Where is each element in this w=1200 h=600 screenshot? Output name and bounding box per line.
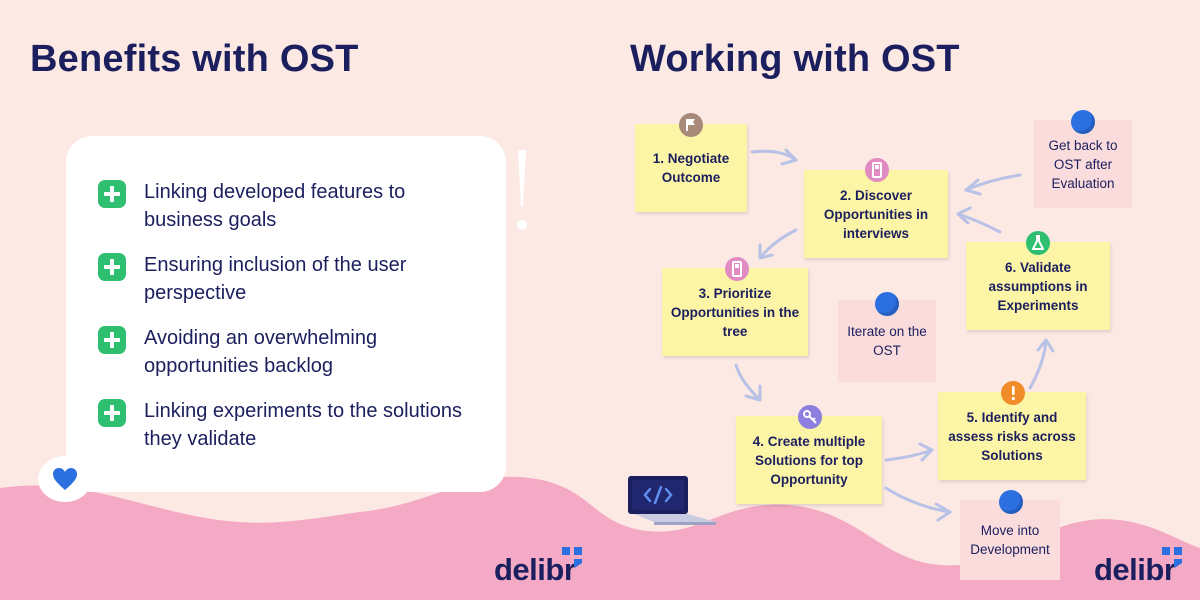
- pin-icon: [999, 490, 1023, 514]
- flask-icon: [1026, 231, 1050, 255]
- step-note-2: 2. Discover Opportunities in interviews: [804, 170, 948, 258]
- flag-icon: [679, 113, 703, 137]
- exclamation-decoration: [517, 150, 527, 230]
- document-icon: [725, 257, 749, 281]
- step-note-6: 6. Validate assumptions in Experiments: [966, 242, 1110, 330]
- benefit-item: Ensuring inclusion of the user perspecti…: [98, 251, 474, 307]
- step-label: 4. Create multiple Solutions for top Opp…: [752, 433, 866, 487]
- delibr-logo-left: delibr: [494, 552, 576, 587]
- step-label: 6. Validate assumptions in Experiments: [988, 259, 1088, 313]
- plus-icon: [98, 326, 126, 354]
- plus-icon: [98, 253, 126, 281]
- benefit-text: Ensuring inclusion of the user perspecti…: [144, 254, 407, 304]
- heart-bubble: [38, 456, 92, 502]
- step-note-5: 5. Identify and assess risks across Solu…: [938, 392, 1086, 480]
- pin-icon: [875, 292, 899, 316]
- document-icon: [865, 158, 889, 182]
- benefits-title: Benefits with OST: [30, 38, 359, 80]
- benefit-item: Linking experiments to the solutions the…: [98, 397, 474, 453]
- warning-icon: [1001, 381, 1025, 405]
- benefit-text: Linking experiments to the solutions the…: [144, 400, 462, 450]
- step-note-3: 3. Prioritize Opportunities in the tree: [662, 268, 808, 356]
- benefit-item: Linking developed features to business g…: [98, 178, 474, 234]
- note-label: Iterate on the OST: [847, 324, 927, 358]
- plus-icon: [98, 399, 126, 427]
- note-label: Move into Development: [970, 523, 1050, 557]
- benefits-card: Linking developed features to business g…: [66, 136, 506, 492]
- step-label: 1. Negotiate Outcome: [652, 151, 730, 185]
- note-label: Get back to OST after Evaluation: [1048, 137, 1118, 191]
- benefit-item: Avoiding an overwhelming opportunities b…: [98, 324, 474, 380]
- key-icon: [798, 405, 822, 429]
- benefit-text: Avoiding an overwhelming opportunities b…: [144, 327, 378, 377]
- step-label: 3. Prioritize Opportunities in the tree: [670, 285, 800, 339]
- note-get-back: Get back to OST after Evaluation: [1034, 120, 1132, 208]
- working-title: Working with OST: [630, 38, 960, 80]
- benefit-text: Linking developed features to business g…: [144, 181, 406, 231]
- delibr-logo-mark-right: [1162, 547, 1182, 567]
- step-label: 5. Identify and assess risks across Solu…: [948, 409, 1076, 463]
- heart-icon: [53, 468, 77, 490]
- plus-icon: [98, 180, 126, 208]
- delibr-logo-right: delibr: [1094, 552, 1176, 587]
- step-note-4: 4. Create multiple Solutions for top Opp…: [736, 416, 882, 504]
- laptop-code-icon: [628, 476, 716, 525]
- delibr-logo-mark-left: [562, 547, 582, 567]
- step-note-1: 1. Negotiate Outcome: [635, 124, 747, 212]
- pin-icon: [1071, 110, 1095, 134]
- step-label: 2. Discover Opportunities in interviews: [823, 187, 929, 241]
